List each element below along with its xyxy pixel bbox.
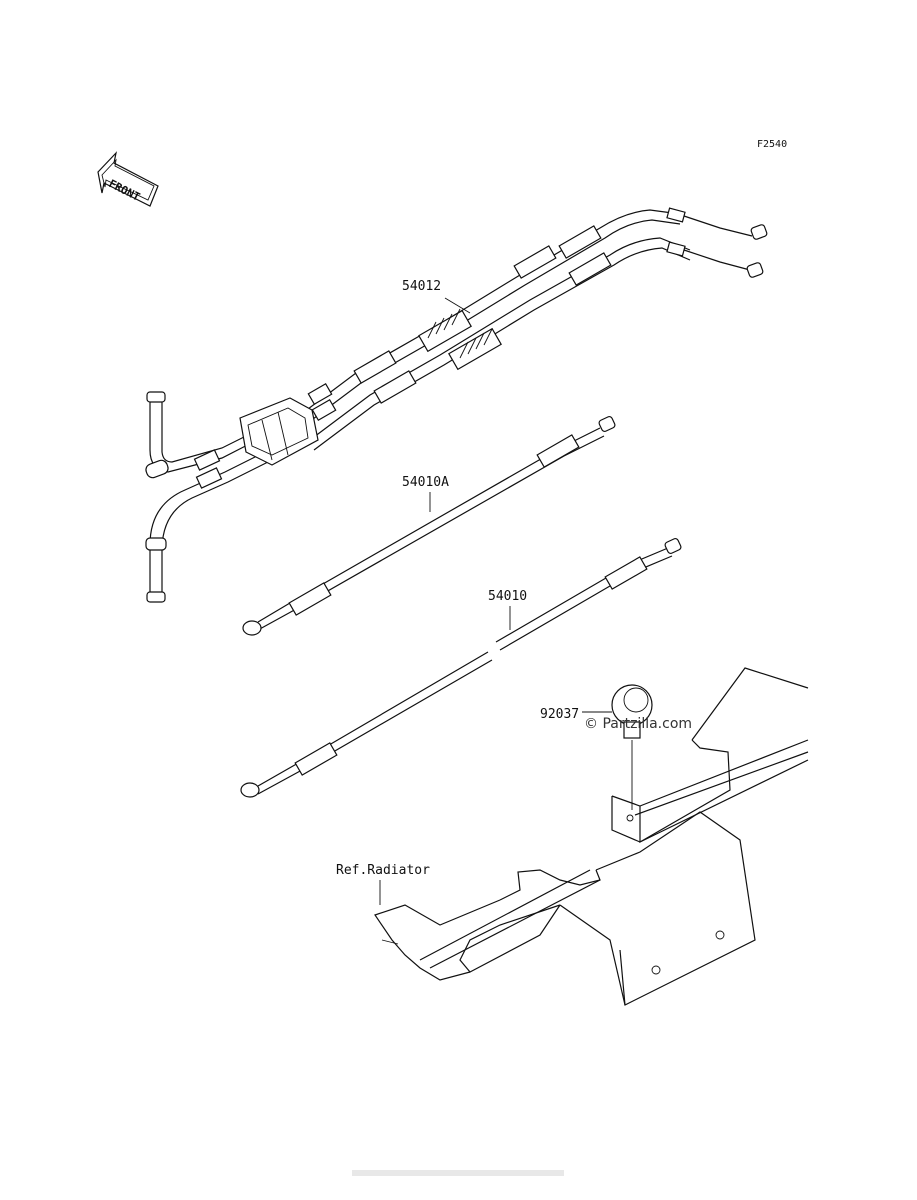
figure-code: F2540 xyxy=(757,139,787,150)
cable-54010[interactable] xyxy=(240,537,682,798)
part-label-54010a: 54010A xyxy=(402,475,449,490)
part-label-54012: 54012 xyxy=(402,279,441,294)
radiator-bracket xyxy=(374,667,809,1006)
adjuster-thread-icon xyxy=(427,308,493,359)
front-arrow-icon: FRONT xyxy=(97,151,159,207)
part-label-92037: 92037 xyxy=(540,707,579,722)
reference-label: Ref.Radiator xyxy=(336,863,430,878)
footer-fine-print xyxy=(352,1170,564,1176)
cable-clamp-92037[interactable] xyxy=(611,684,653,810)
throttle-cable-assembly[interactable] xyxy=(144,207,768,603)
watermark-text: © Partzilla.com xyxy=(584,716,692,732)
cable-54010a[interactable] xyxy=(242,415,616,636)
part-label-54010: 54010 xyxy=(488,589,527,604)
